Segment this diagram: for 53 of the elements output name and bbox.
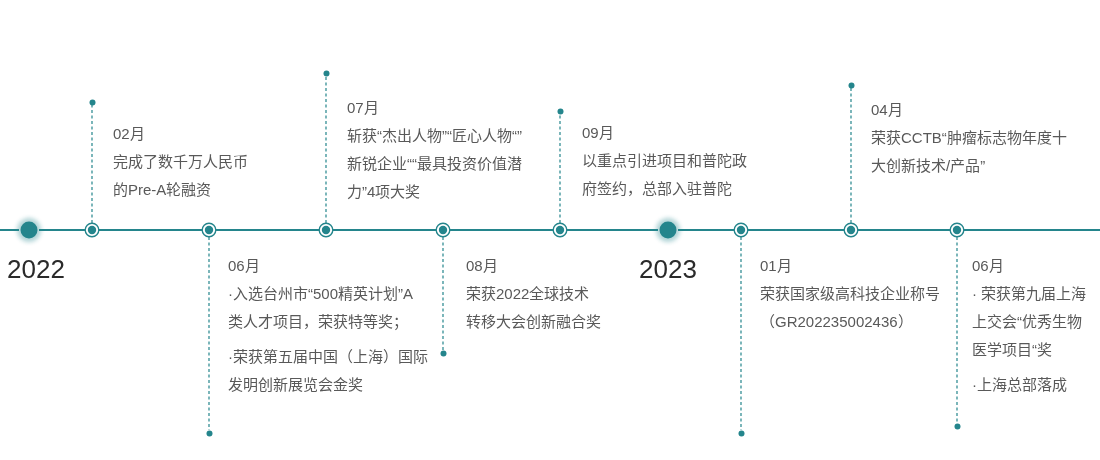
ring-dot-icon [733,222,749,238]
month-label: 06月 [228,256,260,276]
dashed-stem-line [850,87,852,224]
event-description: ·荣获第五届中国（上海）国际发明创新展览会金奖 [228,347,428,395]
ring-dot-icon [201,222,217,238]
month-label: 08月 [466,256,498,276]
timeline-line [747,229,845,231]
event-description: 荣获国家级高科技企业称号（GR202235002436） [760,284,941,332]
timeline-line [98,229,203,231]
event-description: ·入选台州市“500精英计划”A类人才项目，荣获特等奖； [228,284,415,332]
dot-icon [847,81,855,89]
timeline-line [0,229,20,231]
timeline-line [677,229,735,231]
ring-dot-icon [843,222,859,238]
ring-dot-icon [435,222,451,238]
timeline-line [857,229,951,231]
dashed-stem-line [325,75,327,224]
month-label: 07月 [347,98,379,118]
event-description: 荣获CCTB“肿瘤标志物年度十大创新技术/产品” [871,128,1068,176]
ring-dot-icon [318,222,334,238]
dot-icon [88,98,96,106]
dot-icon [322,69,330,77]
timeline-line [38,229,86,231]
event-description: ·上海总部落成 [972,375,1067,395]
event-description: 荣获2022全球技术转移大会创新融合奖 [466,284,602,332]
ring-dot-icon [84,222,100,238]
event-description: · 荣获第九届上海上交会“优秀生物医学项目“奖 [972,284,1088,360]
timeline-line [566,229,659,231]
dashed-stem-line [956,236,958,424]
dashed-stem-line [442,236,444,351]
month-label: 02月 [113,124,145,144]
month-label: 06月 [972,256,1004,276]
dot-icon [205,429,213,437]
year-label: 2023 [639,254,697,284]
year-label: 2022 [7,254,65,284]
timeline-line [332,229,437,231]
month-label: 04月 [871,100,903,120]
event-description: 完成了数千万人民币的Pre-A轮融资 [113,152,249,200]
timeline-line [215,229,320,231]
ring-dot-icon [949,222,965,238]
timeline-line [963,229,1100,231]
dot-icon [439,349,447,357]
dashed-stem-line [91,104,93,224]
month-label: 09月 [582,123,614,143]
dot-icon [737,429,745,437]
ring-dot-icon [552,222,568,238]
event-description: 斩获“杰出人物”“匠心人物“”新锐企业““最具投资价值潜力”4项大奖 [347,126,523,202]
dot-icon [953,422,961,430]
dot-icon [556,107,564,115]
dashed-stem-line [559,113,561,224]
event-description: 以重点引进项目和普陀政府签约，总部入驻普陀 [582,151,748,199]
timeline-line [449,229,554,231]
month-label: 01月 [760,256,792,276]
